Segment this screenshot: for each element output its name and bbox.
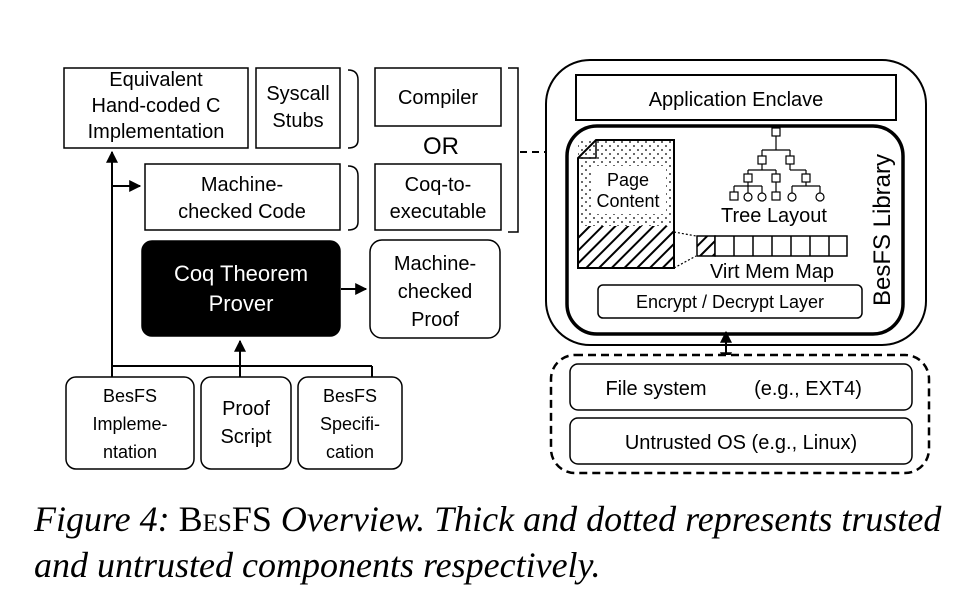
besfs-impl-line-1: BesFS bbox=[103, 386, 157, 406]
syscall-stubs-box: Syscall Stubs bbox=[255, 67, 341, 149]
coq-to-exe-line-2: executable bbox=[390, 201, 487, 223]
hand-coded-c-implementation-box: Equivalent Hand-coded C Implementation bbox=[63, 67, 249, 149]
coq-theorem-prover-box: Coq Theorem Prover bbox=[141, 240, 341, 337]
figure-caption: Figure 4: BesFS Overview. Thick and dott… bbox=[34, 496, 964, 588]
machine-checked-proof-line-2: checked bbox=[398, 281, 473, 303]
besfs-spec-line-1: BesFS bbox=[323, 386, 377, 406]
machine-code-brace bbox=[347, 165, 359, 231]
page-content-block: Page Content bbox=[577, 139, 675, 269]
machine-checked-code-box: Machine- checked Code bbox=[144, 163, 341, 231]
machine-checked-proof-line-3: Proof bbox=[411, 309, 459, 331]
encrypt-decrypt-layer-box: Encrypt / Decrypt Layer bbox=[597, 284, 863, 319]
besfs-library-label: BesFS Library bbox=[869, 154, 896, 306]
coq-to-executable-box: Coq-to- executable bbox=[374, 163, 502, 231]
encrypt-layer-label: Encrypt / Decrypt Layer bbox=[636, 292, 824, 312]
caption-system-name: BesFS bbox=[178, 499, 272, 539]
besfs-specification-box: BesFS Specifi- cation bbox=[297, 376, 403, 470]
machine-checked-proof-line-1: Machine- bbox=[394, 253, 476, 275]
hand-coded-line-1: Equivalent bbox=[109, 69, 203, 91]
application-enclave-label: Application Enclave bbox=[649, 89, 824, 111]
machine-checked-code-line-2: checked Code bbox=[178, 201, 306, 223]
file-system-box: File system (e.g., EXT4) bbox=[569, 363, 913, 411]
syscall-brace bbox=[347, 69, 359, 149]
figure-label: Figure 4: bbox=[34, 499, 170, 539]
tree-layout-label: Tree Layout bbox=[721, 205, 827, 227]
virt-mem-map-label: Virt Mem Map bbox=[710, 261, 834, 283]
compile-options-bracket bbox=[508, 67, 519, 233]
coq-to-exe-line-1: Coq-to- bbox=[405, 174, 472, 196]
proof-script-line-1: Proof bbox=[222, 398, 270, 420]
besfs-impl-line-3: ntation bbox=[103, 442, 157, 462]
or-label: OR bbox=[423, 133, 459, 160]
untrusted-os-box: Untrusted OS (e.g., Linux) bbox=[569, 417, 913, 465]
besfs-overview-diagram: Equivalent Hand-coded C Implementation S… bbox=[63, 59, 931, 475]
caption-text: Overview. Thick and dotted represents tr… bbox=[34, 499, 942, 585]
machine-checked-code-line-1: Machine- bbox=[201, 174, 283, 196]
page-content-line-1: Page bbox=[607, 170, 649, 190]
syscall-stubs-line-1: Syscall bbox=[266, 83, 329, 105]
besfs-implementation-box: BesFS Impleme- ntation bbox=[65, 376, 195, 470]
proof-script-line-2: Script bbox=[220, 426, 272, 448]
file-system-example: (e.g., EXT4) bbox=[754, 378, 862, 400]
page-content-line-2: Content bbox=[596, 191, 659, 211]
file-system-label: File system bbox=[605, 378, 706, 400]
virt-mem-map-bar bbox=[673, 231, 848, 269]
hand-coded-line-2: Hand-coded C bbox=[92, 95, 221, 117]
besfs-impl-line-2: Impleme- bbox=[92, 414, 167, 434]
coq-prover-line-2: Prover bbox=[209, 291, 274, 316]
application-enclave-box: Application Enclave bbox=[575, 74, 897, 121]
compiler-box: Compiler bbox=[374, 67, 502, 127]
hand-coded-line-3: Implementation bbox=[88, 121, 225, 143]
besfs-spec-line-2: Specifi- bbox=[320, 414, 380, 434]
syscall-stubs-line-2: Stubs bbox=[272, 110, 323, 132]
untrusted-os-label: Untrusted OS (e.g., Linux) bbox=[625, 432, 857, 454]
machine-checked-proof-box: Machine- checked Proof bbox=[369, 239, 501, 339]
left-connectors bbox=[106, 150, 373, 377]
coq-prover-line-1: Coq Theorem bbox=[174, 261, 308, 286]
proof-script-box: Proof Script bbox=[200, 376, 292, 470]
tree-layout-icon bbox=[729, 127, 825, 202]
compiler-label: Compiler bbox=[398, 87, 478, 109]
besfs-spec-line-3: cation bbox=[326, 442, 374, 462]
